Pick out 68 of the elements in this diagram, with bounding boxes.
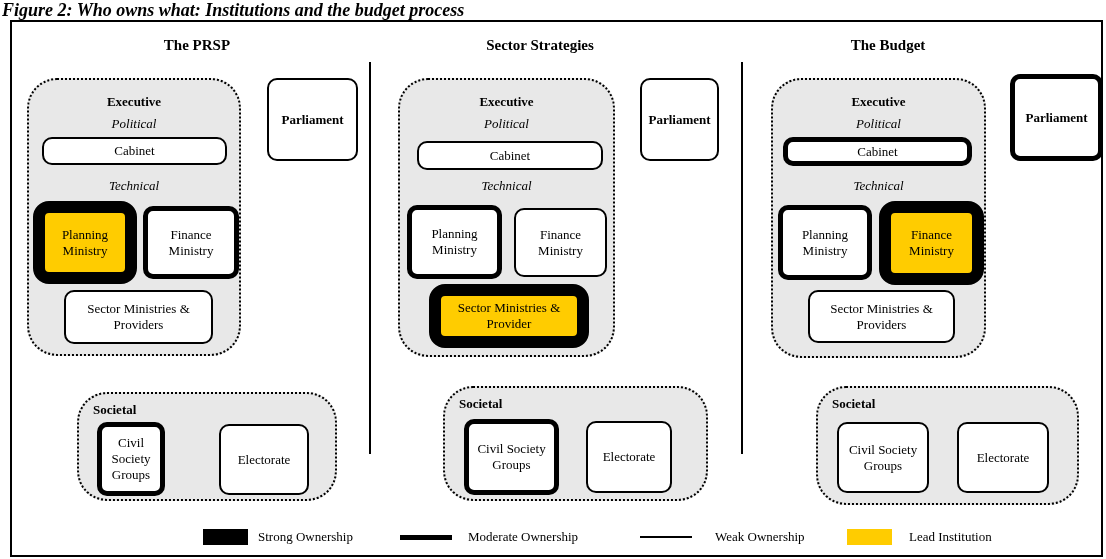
institution-box: [514, 208, 607, 277]
group-heading: Societal: [459, 396, 503, 412]
node-label: Planning Ministry: [800, 226, 850, 259]
group-panel: [27, 78, 241, 356]
institution-box: [640, 78, 719, 161]
legend-text: Strong Ownership: [258, 529, 353, 545]
node-label: Cabinet: [488, 147, 532, 164]
node-label: Planning Ministry: [60, 226, 110, 259]
group-heading: Technical: [480, 178, 533, 194]
node-label: Parliament: [1024, 109, 1089, 126]
panel-title: The Budget: [850, 37, 926, 54]
group-heading: Societal: [93, 402, 137, 418]
node-label: Electorate: [236, 451, 292, 468]
group-panel: [771, 78, 986, 358]
institution-box: [267, 78, 358, 161]
institution-box: [1010, 74, 1103, 161]
group-heading: Political: [110, 116, 158, 132]
node-label: Electorate: [601, 449, 657, 465]
node-label: Finance Ministry: [537, 226, 584, 259]
institution-box: [783, 137, 972, 166]
group-heading: Executive: [850, 94, 907, 110]
institution-box: [429, 284, 589, 348]
group-panel: [398, 78, 615, 357]
group-heading: Political: [855, 116, 902, 132]
institution-box: [808, 290, 955, 343]
node-label: Civil Society Groups: [476, 441, 547, 473]
institution-box: [957, 422, 1049, 493]
institution-box: [64, 290, 213, 344]
node-label: Cabinet: [856, 143, 899, 160]
institution-box: [417, 141, 603, 170]
legend-text: Moderate Ownership: [468, 529, 579, 545]
node-label: Finance Ministry: [908, 227, 955, 259]
institution-box: [219, 424, 309, 495]
node-label: Sector Ministries & Providers: [86, 301, 191, 333]
node-label: Civil Society Groups: [110, 435, 152, 483]
node-label: Parliament: [280, 111, 345, 128]
institution-box: [407, 205, 502, 279]
node-label: Sector Ministries & Provider: [456, 300, 562, 332]
node-label: Planning Ministry: [430, 226, 479, 258]
node-label: Parliament: [647, 111, 712, 128]
node-label: Electorate: [975, 449, 1031, 466]
institution-box: [837, 422, 929, 493]
panel-title: The PRSP: [163, 37, 231, 54]
node-label: Cabinet: [113, 143, 156, 159]
figure-title: Figure 2: Who owns what: Institutions and the budget process: [2, 0, 465, 20]
institution-box: [586, 421, 672, 493]
node-label: Sector Ministries & Providers: [829, 300, 934, 333]
group-heading: Executive: [105, 94, 163, 110]
institution-box: [143, 206, 239, 279]
institution-box: [97, 422, 165, 496]
group-heading: Political: [483, 116, 530, 132]
group-heading: Executive: [478, 94, 535, 110]
panel-title: Sector Strategies: [486, 37, 594, 54]
institution-box: [33, 201, 137, 284]
group-heading: Technical: [107, 178, 161, 194]
group-panel: [77, 392, 337, 501]
legend-text: Weak Ownership: [715, 529, 805, 545]
institution-box: [42, 137, 227, 165]
institution-box: [778, 205, 872, 280]
institution-box: [879, 201, 984, 285]
group-heading: Societal: [832, 396, 876, 412]
group-panel: [816, 386, 1079, 505]
node-label: Finance Ministry: [167, 226, 215, 259]
group-panel: [443, 386, 708, 501]
node-label: Civil Society Groups: [847, 441, 919, 474]
legend-text: Lead Institution: [909, 529, 992, 545]
institution-box: [464, 419, 559, 495]
group-heading: Technical: [852, 178, 905, 194]
